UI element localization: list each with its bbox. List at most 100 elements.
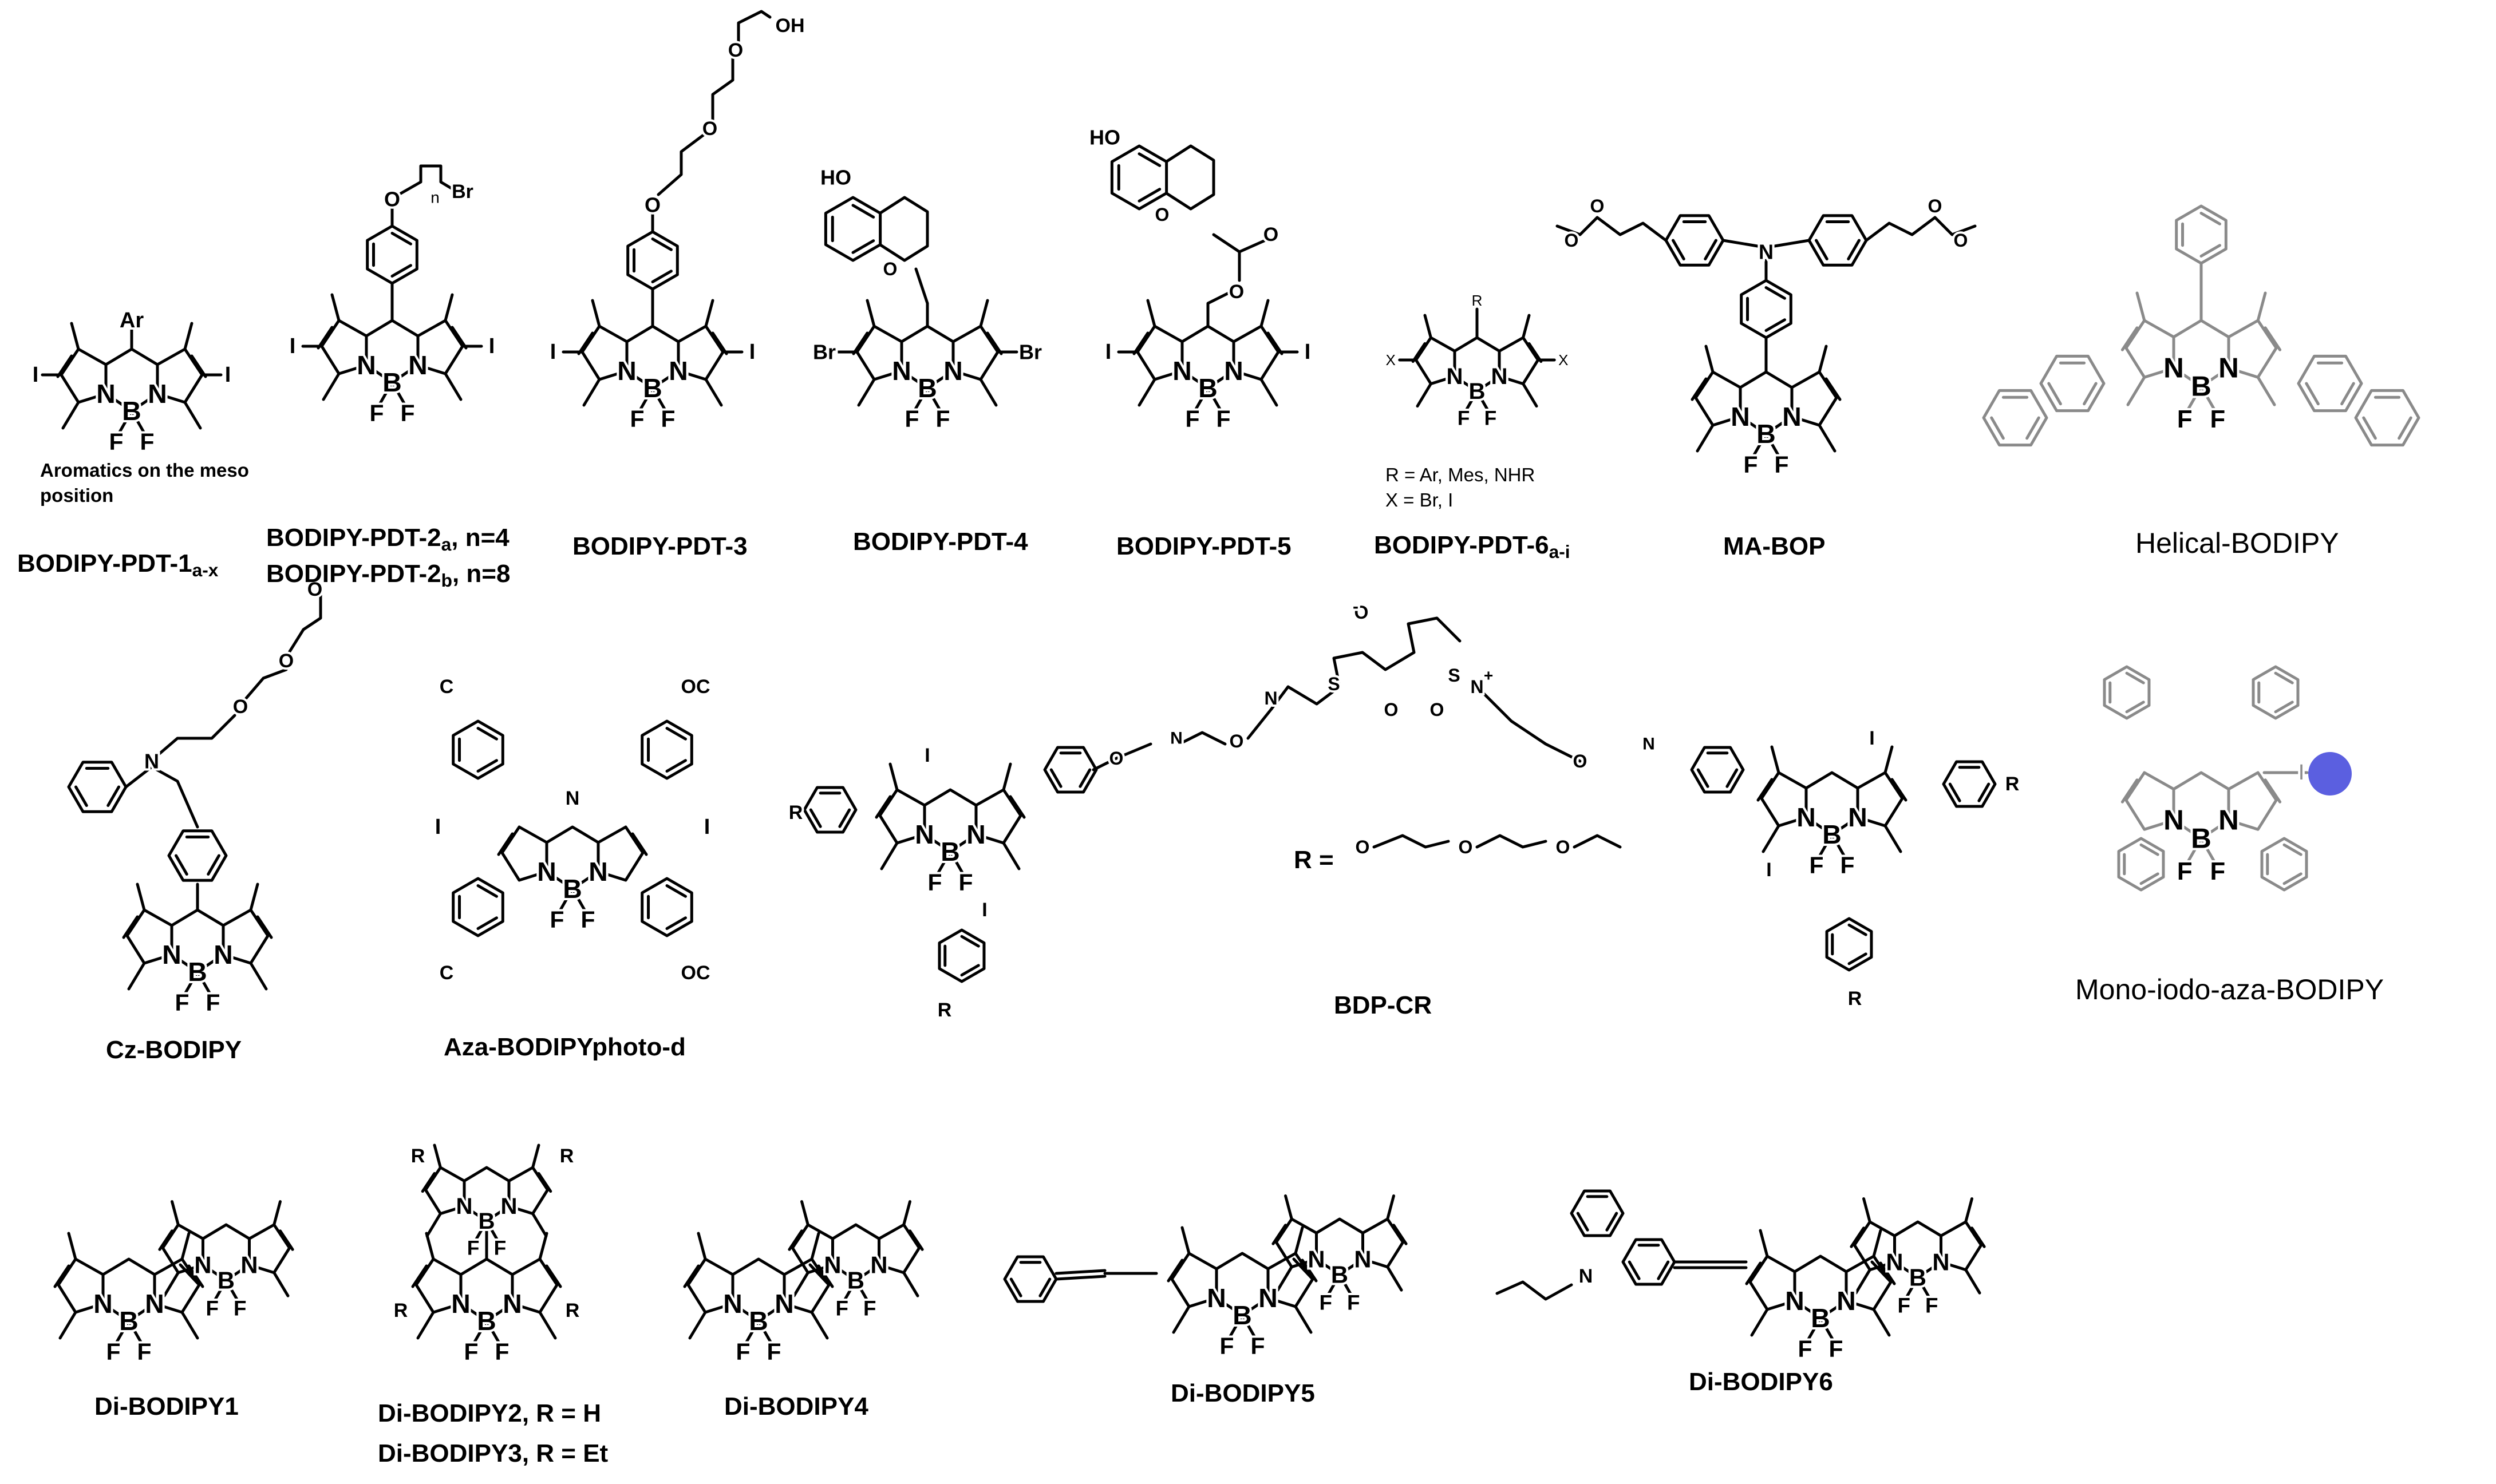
atom-n-label: N (943, 356, 962, 386)
atom-oh-label: OH (776, 15, 805, 37)
chain (414, 1257, 463, 1314)
atom-o-label: O (1354, 602, 1369, 623)
bond (2185, 385, 2203, 414)
bond (1138, 378, 1156, 407)
atom-n-label: N (451, 1289, 470, 1319)
bond (538, 1311, 557, 1340)
atom-o-label: O (728, 39, 743, 61)
bond (792, 1271, 809, 1297)
chain (2172, 319, 2230, 339)
atom-n-label: N (1470, 676, 1483, 697)
bond (182, 970, 199, 998)
atom-nbr-label: Br (452, 181, 473, 203)
double-bond (1411, 342, 1427, 363)
chain (1206, 290, 1233, 328)
atom-i-label: I (925, 745, 930, 766)
bond (688, 1311, 707, 1340)
label-mono-iodo-aza-bodipy: Mono-iodo-aza-BODIPY (2075, 973, 2384, 1006)
aromatic-double-bond (476, 884, 498, 898)
aromatic-double-bond (1009, 1277, 1022, 1297)
bond (914, 267, 929, 305)
bond (61, 401, 80, 430)
atom-o-label: O (1155, 204, 1170, 225)
atom-b-label: B (1756, 419, 1775, 449)
bond (113, 1319, 131, 1347)
chain (500, 825, 548, 882)
atom-o-label: O (645, 193, 661, 217)
atom-f-label: F (736, 1339, 751, 1365)
atom-r-label: R (411, 1145, 425, 1167)
benzene-ring (2039, 354, 2106, 413)
aromatic-double-bond (2083, 382, 2098, 406)
atom-n-label: N (589, 857, 607, 887)
chain (1760, 771, 1808, 828)
chain (2227, 319, 2278, 379)
atom-i-label: I (2298, 761, 2305, 785)
chroman-pyran (1165, 144, 1215, 211)
bond (697, 1232, 707, 1261)
atom-n-label: N (1264, 688, 1277, 709)
double-bond (451, 326, 468, 350)
bond (1750, 1308, 1769, 1337)
double-bond (788, 1229, 803, 1251)
atom-b-label: B (1909, 1264, 1926, 1291)
atom-i-label: I (1766, 859, 1771, 881)
aromatic-double-bond (2362, 416, 2377, 440)
chain (125, 908, 173, 965)
double-bond (1271, 1224, 1287, 1245)
bond (1762, 824, 1780, 853)
bond (2199, 837, 2218, 866)
aromatic-double-bond (1977, 782, 1991, 802)
atom-r-label: R (2005, 773, 2020, 795)
chain (104, 347, 159, 366)
atom-ho-label: HO (1089, 126, 1120, 149)
aromatic-double-bond (2199, 212, 2221, 225)
atom-r-label: R (566, 1300, 580, 1321)
atom-f-label: F (1775, 452, 1789, 478)
bond (1759, 1229, 1769, 1258)
bond (935, 850, 952, 877)
linker (1092, 742, 1152, 771)
double-bond (2120, 778, 2139, 804)
atom-f-label: F (905, 406, 919, 432)
benzene-ring (1942, 760, 1997, 808)
double-bond (1167, 1259, 1184, 1283)
bond (902, 1271, 919, 1297)
atom-o-label: O (702, 118, 717, 140)
double-bond (537, 1172, 552, 1193)
bond (949, 850, 966, 877)
linker-bond (808, 1263, 831, 1287)
atom-n-label: N (915, 820, 934, 849)
atom-b-label: B (941, 837, 959, 866)
benzene-ring (803, 786, 858, 834)
aromatic-double-bond (476, 727, 498, 741)
double-bond (1824, 377, 1842, 401)
atom-n-label: N (1731, 402, 1749, 432)
aromatic-double-bond (1847, 923, 1867, 936)
benzene-ring (452, 877, 504, 937)
atom-n-label: N (1837, 1286, 1855, 1316)
chain (1555, 216, 1599, 236)
bond (444, 372, 463, 401)
atom-i-label: I (489, 334, 495, 358)
atom-n-label: N (870, 1252, 887, 1279)
bond (433, 1143, 442, 1169)
bond (800, 1200, 809, 1226)
bond (704, 299, 714, 328)
bond (1227, 1313, 1244, 1341)
label-aza-bodipyphoto-d: Aza-BODIPYphoto-d (444, 1033, 686, 1061)
peg-chain (156, 714, 236, 757)
atom-f-label: F (581, 907, 595, 933)
bond (2126, 375, 2146, 406)
bond (651, 386, 668, 414)
label-helical-bodipy: Helical-BODIPY (2135, 527, 2339, 559)
chain (1893, 1220, 1942, 1237)
double-bond (421, 1172, 436, 1193)
atom-o-label: O (1263, 224, 1278, 246)
aromatic-double-bond (1657, 1260, 1670, 1280)
aromatic-double-bond (1704, 239, 1717, 260)
label-di-bodipy3: Di-BODIPY3, R = Et (378, 1439, 609, 1467)
chain (878, 1223, 921, 1275)
atom-f-label: F (928, 869, 942, 896)
bond (183, 322, 193, 351)
